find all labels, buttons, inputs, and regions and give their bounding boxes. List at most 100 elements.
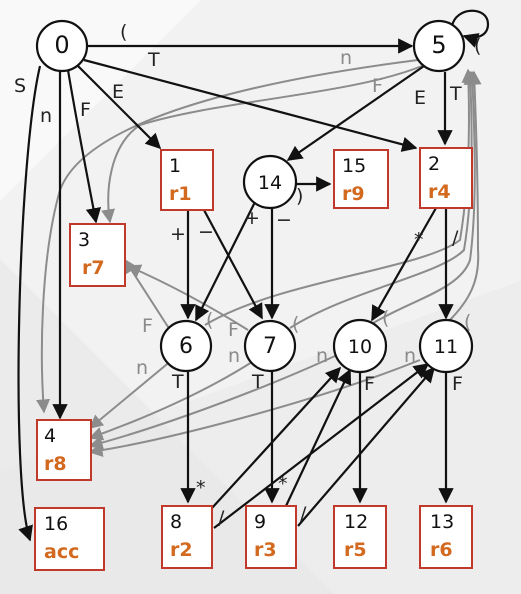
label-7-paren: ( xyxy=(292,313,299,335)
state-14-label: 14 xyxy=(258,172,282,194)
label-7-F: F xyxy=(228,319,239,341)
state-box-16: 16 acc xyxy=(34,507,105,571)
black-edges xyxy=(17,9,490,542)
label-14-plus: + xyxy=(244,207,260,229)
edge-7-4 xyxy=(88,361,253,441)
label-14-close: ) xyxy=(296,185,303,207)
label-5-T: T xyxy=(449,83,462,105)
state-5: 5 xyxy=(412,19,466,73)
state-box-4: 4 r8 xyxy=(36,419,92,481)
box-15-action: r9 xyxy=(342,183,365,205)
label-5-F: F xyxy=(372,75,383,97)
state-box-12: 12 r5 xyxy=(333,505,387,569)
box-2-num: 2 xyxy=(428,153,440,175)
state-box-8: 8 r2 xyxy=(161,505,213,569)
box-4-num: 4 xyxy=(44,425,56,447)
edge-6-4 xyxy=(88,359,173,429)
edge-10-4 xyxy=(88,355,336,450)
state-6: 6 xyxy=(159,319,213,373)
state-11: 11 xyxy=(418,318,474,374)
edge-7-3 xyxy=(126,264,249,331)
circle-states: 0 5 14 6 7 10 xyxy=(35,19,474,374)
label-0-n: n xyxy=(40,105,52,127)
box-13-action: r6 xyxy=(430,539,453,561)
state-0-label: 0 xyxy=(54,31,69,59)
edge-10-5 xyxy=(369,70,480,326)
box-16-num: 16 xyxy=(44,513,68,535)
label-5-n: n xyxy=(340,47,352,69)
box-1-action: r1 xyxy=(169,183,192,205)
label-8-slash: / xyxy=(218,507,225,529)
box-9-num: 9 xyxy=(254,511,266,533)
box-15-num: 15 xyxy=(342,155,366,177)
state-6-label: 6 xyxy=(179,334,193,359)
box-13-num: 13 xyxy=(430,511,454,533)
label-0-5-paren: ( xyxy=(120,21,127,43)
edge-6-5 xyxy=(204,68,476,326)
edge-labels: ( T S n F E ( n F E T ) + − + − * / F ( … xyxy=(14,21,481,529)
state-0: 0 xyxy=(35,19,89,73)
label-0-S: S xyxy=(14,75,26,97)
state-box-15: 15 r9 xyxy=(333,149,389,209)
box-8-action: r2 xyxy=(170,539,193,561)
label-11-paren: ( xyxy=(464,311,471,333)
state-7-label: 7 xyxy=(263,334,277,359)
box-3-num: 3 xyxy=(78,229,90,251)
label-8-star: * xyxy=(196,477,206,499)
state-14: 14 xyxy=(242,154,298,210)
edge-8-10 xyxy=(211,366,342,509)
label-2-slash: / xyxy=(452,227,459,249)
label-6-T: T xyxy=(171,371,184,393)
box-4-action: r8 xyxy=(44,453,67,475)
edge-11-5 xyxy=(447,70,482,323)
label-11-n: n xyxy=(404,345,416,367)
label-10-n: n xyxy=(316,345,328,367)
label-14-minus: − xyxy=(276,209,292,231)
label-9-star: * xyxy=(278,473,288,495)
label-1-minus: − xyxy=(198,221,214,243)
box-8-num: 8 xyxy=(170,511,182,533)
label-6-n: n xyxy=(136,357,148,379)
edge-9-11 xyxy=(297,366,436,527)
label-10-F: F xyxy=(364,373,375,395)
state-box-9: 9 r3 xyxy=(245,505,297,569)
edge-5-3 xyxy=(101,65,423,224)
label-0-5-T: T xyxy=(147,49,160,71)
edge-2-10 xyxy=(371,207,437,322)
edge-0-1 xyxy=(77,65,162,150)
box-3-action: r7 xyxy=(82,257,105,279)
edge-7-5 xyxy=(289,70,478,329)
label-11-F: F xyxy=(452,373,463,395)
box-12-action: r5 xyxy=(344,539,367,561)
edge-5-4 xyxy=(36,59,419,414)
label-6-F: F xyxy=(142,315,153,337)
edge-0-3 xyxy=(66,69,102,224)
edge-5-14 xyxy=(286,65,425,161)
label-7-n: n xyxy=(228,345,240,367)
state-box-13: 13 r6 xyxy=(419,505,473,569)
label-1-plus: + xyxy=(170,223,186,245)
edge-8-11 xyxy=(213,363,430,529)
box-16-action: acc xyxy=(44,541,79,563)
box-2-action: r4 xyxy=(428,181,451,203)
gray-edges xyxy=(36,59,482,458)
state-5-label: 5 xyxy=(431,31,446,59)
state-7: 7 xyxy=(243,319,297,373)
box-12-num: 12 xyxy=(344,511,368,533)
state-10-label: 10 xyxy=(348,336,372,358)
edge-1-7 xyxy=(203,209,263,320)
label-5-self: ( xyxy=(474,35,481,57)
edge-5-self xyxy=(450,9,490,48)
label-0-F: F xyxy=(80,99,91,121)
state-10: 10 xyxy=(332,318,388,374)
label-9-slash: / xyxy=(300,503,307,525)
label-10-paren: ( xyxy=(382,307,389,329)
label-6-paren: ( xyxy=(206,309,213,331)
box-9-action: r3 xyxy=(254,539,277,561)
edge-0-16 xyxy=(17,65,42,542)
edge-14-6 xyxy=(195,199,257,322)
edge-11-4 xyxy=(88,359,421,458)
box-states: 1 r1 15 r9 2 r4 3 r7 4 r8 xyxy=(34,147,473,571)
